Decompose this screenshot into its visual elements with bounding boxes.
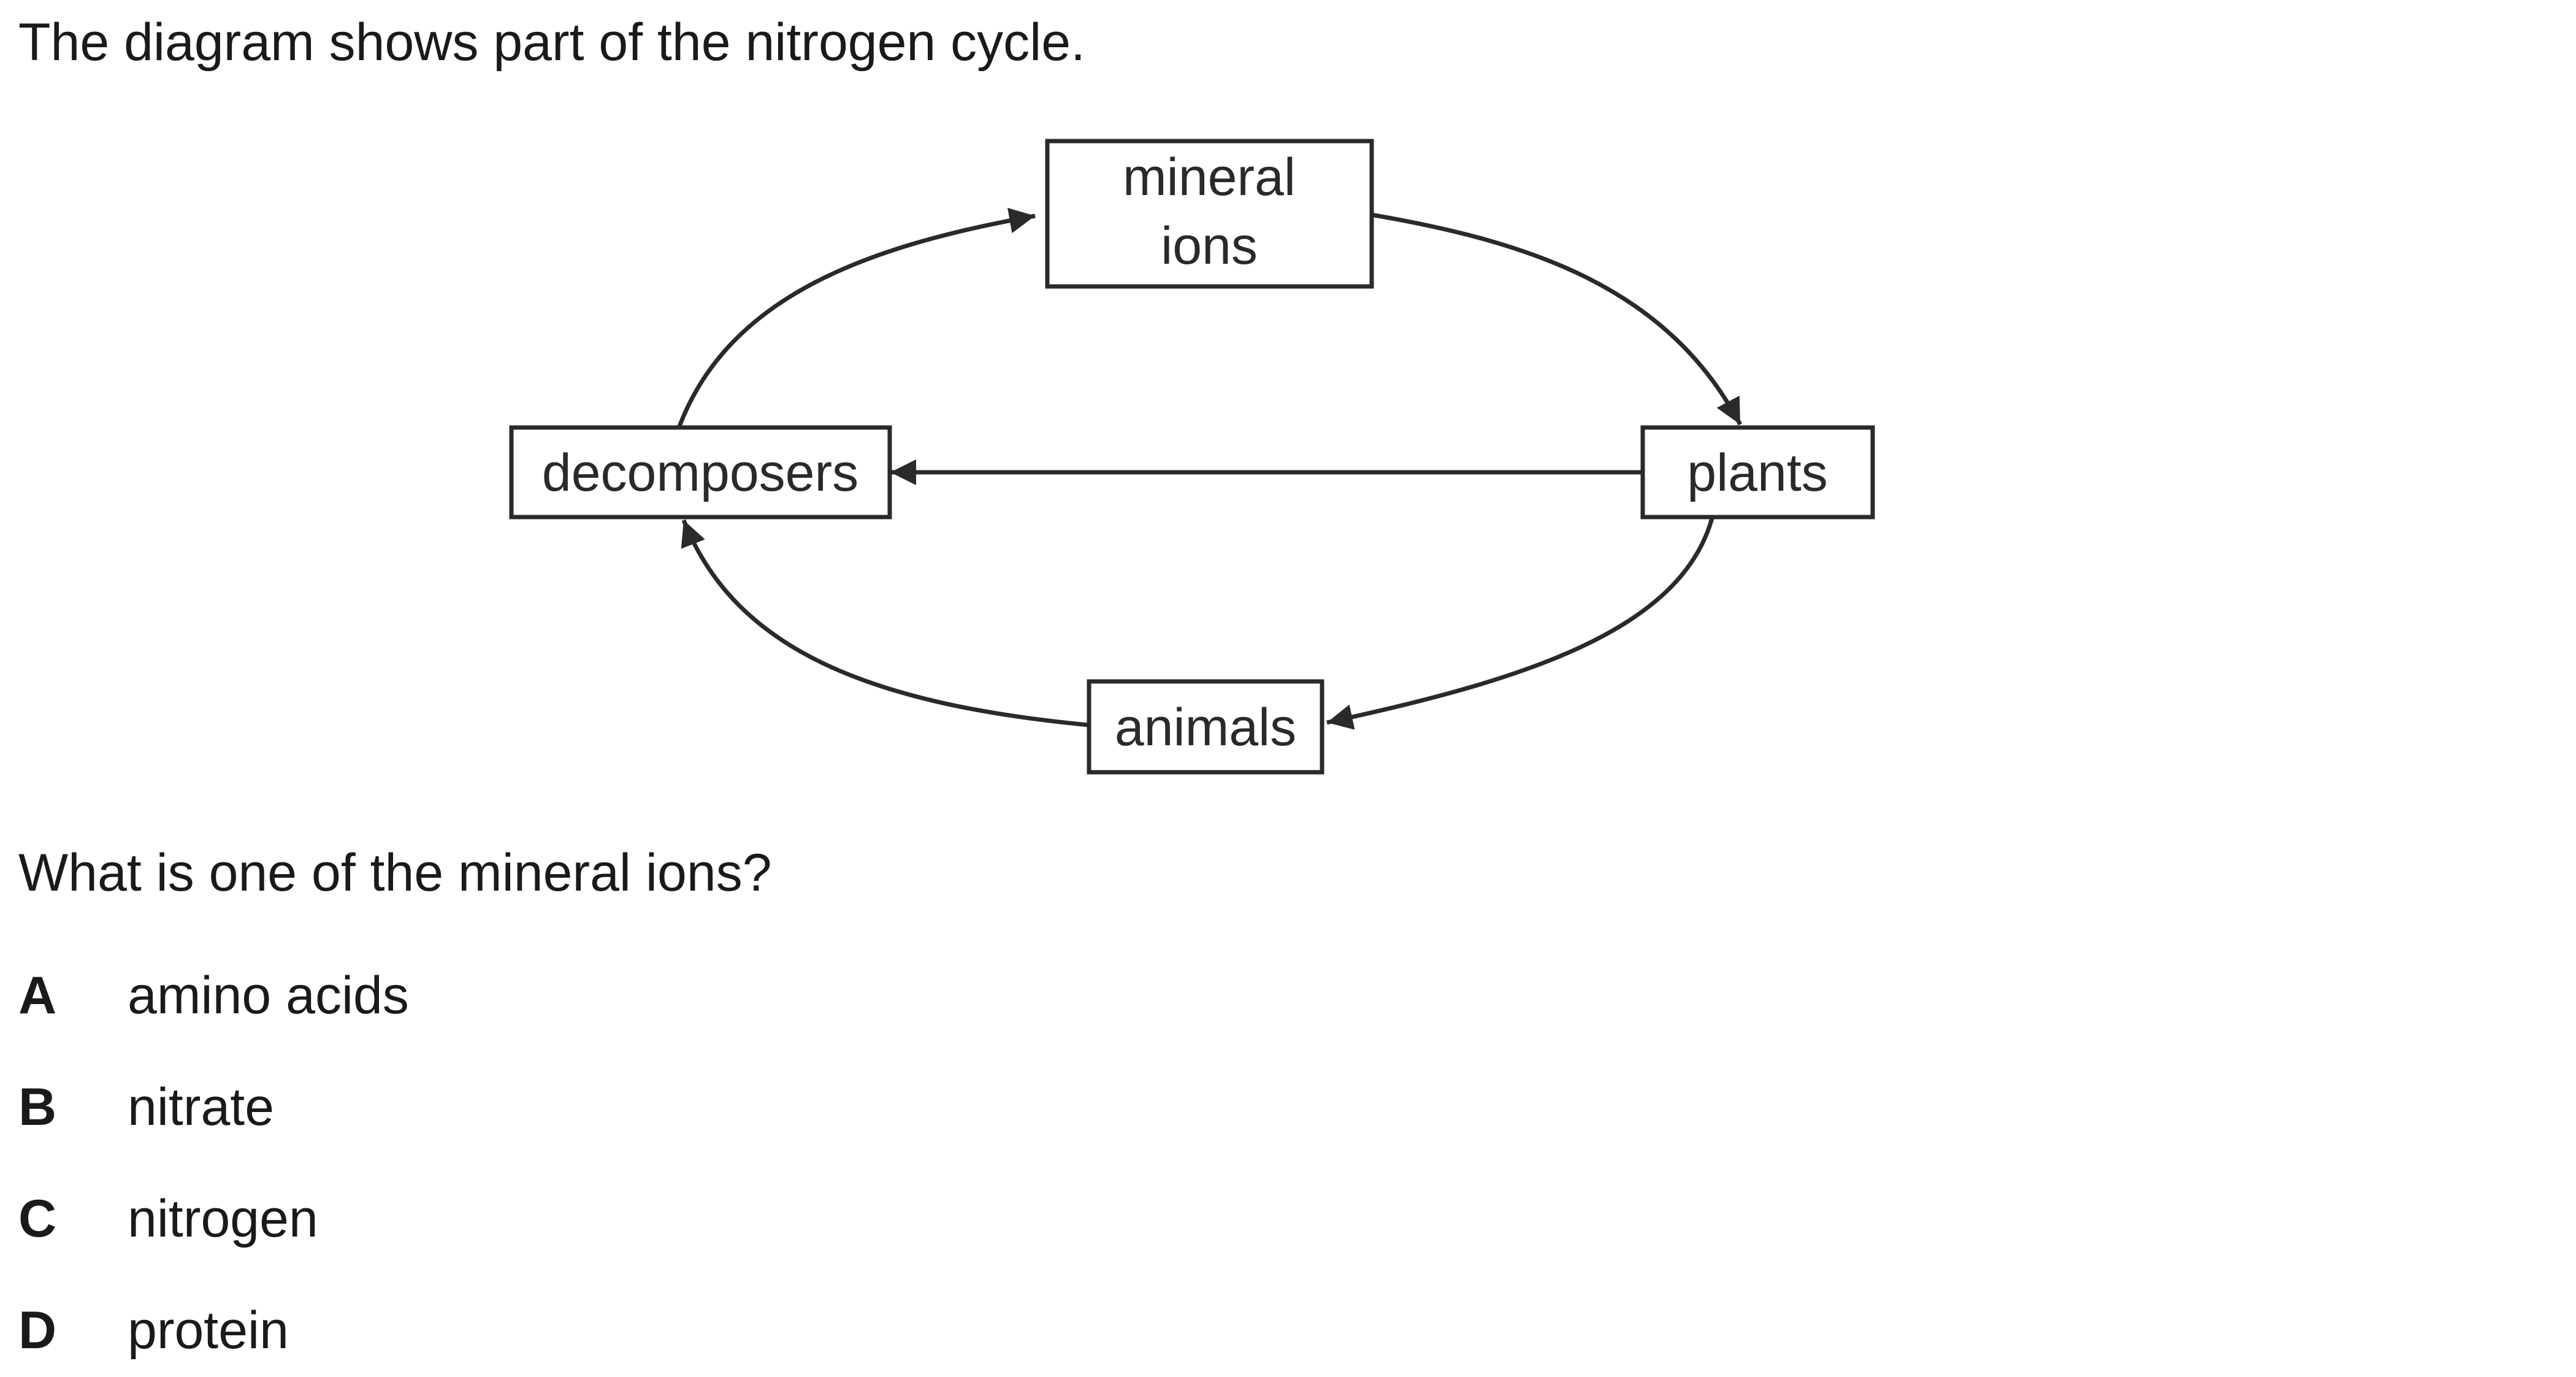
node-mineral-ions-label-line1: mineral <box>1123 148 1296 207</box>
arrow-plants-to-animals <box>1326 518 1714 730</box>
arrow-decomposers-to-mineral-ions <box>677 207 1036 428</box>
arrow-animals-to-decomposers <box>681 519 1089 727</box>
node-plants-label: plants <box>1687 443 1828 502</box>
option-c-text: nitrogen <box>128 1189 318 1248</box>
option-b-text: nitrate <box>128 1078 275 1137</box>
node-mineral-ions-label-line2: ions <box>1161 217 1258 275</box>
question-text: What is one of the mineral ions? <box>18 843 772 902</box>
intro-text: The diagram shows part of the nitrogen c… <box>18 13 1085 72</box>
option-a-letter: A <box>18 966 57 1025</box>
node-mineral-ions: mineral ions <box>1045 139 1374 289</box>
node-decomposers: decomposers <box>509 425 892 520</box>
option-c-letter: C <box>18 1189 57 1248</box>
option-d-letter: D <box>18 1301 57 1360</box>
node-animals: animals <box>1087 679 1324 775</box>
option-b-letter: B <box>18 1078 57 1137</box>
node-decomposers-label: decomposers <box>542 443 858 502</box>
arrow-mineral-ions-to-plants <box>1370 212 1743 426</box>
node-plants: plants <box>1640 425 1875 520</box>
option-a-text: amino acids <box>128 966 409 1025</box>
node-animals-label: animals <box>1115 698 1296 757</box>
option-d-text: protein <box>128 1301 289 1360</box>
